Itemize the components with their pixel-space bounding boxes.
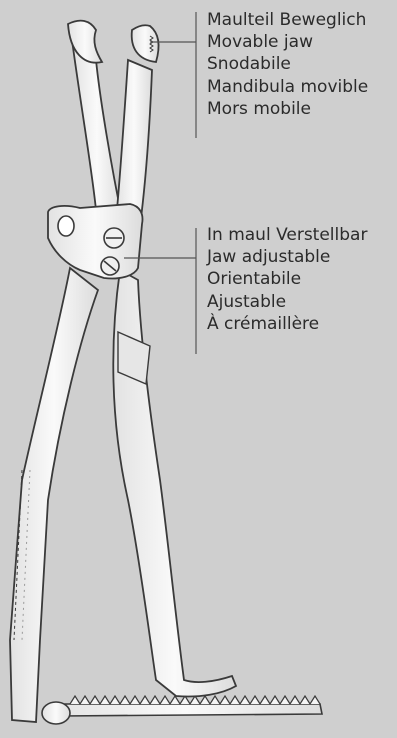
label-french: À crémaillère — [207, 313, 367, 335]
ratchet-bar — [42, 696, 322, 724]
jaws — [68, 21, 158, 63]
callout-leader-movable-jaw — [150, 12, 196, 138]
label-french: Mors mobile — [207, 98, 368, 120]
label-italian: Snodabile — [207, 53, 368, 75]
pivot-joint — [48, 204, 143, 279]
label-english: Jaw adjustable — [207, 246, 367, 268]
label-italian: Orientabile — [207, 268, 367, 290]
label-english: Movable jaw — [207, 31, 368, 53]
upper-arms — [72, 40, 152, 226]
label-german: Maulteil Beweglich — [207, 9, 368, 31]
left-handle — [10, 268, 98, 722]
label-german: In maul Verstellbar — [207, 224, 367, 246]
callout-movable-jaw: Maulteil Beweglich Movable jaw Snodabile… — [207, 9, 368, 120]
label-spanish: Ajustable — [207, 291, 367, 313]
label-spanish: Mandibula movible — [207, 76, 368, 98]
callout-adjustable-jaw: In maul Verstellbar Jaw adjustable Orien… — [207, 224, 367, 335]
